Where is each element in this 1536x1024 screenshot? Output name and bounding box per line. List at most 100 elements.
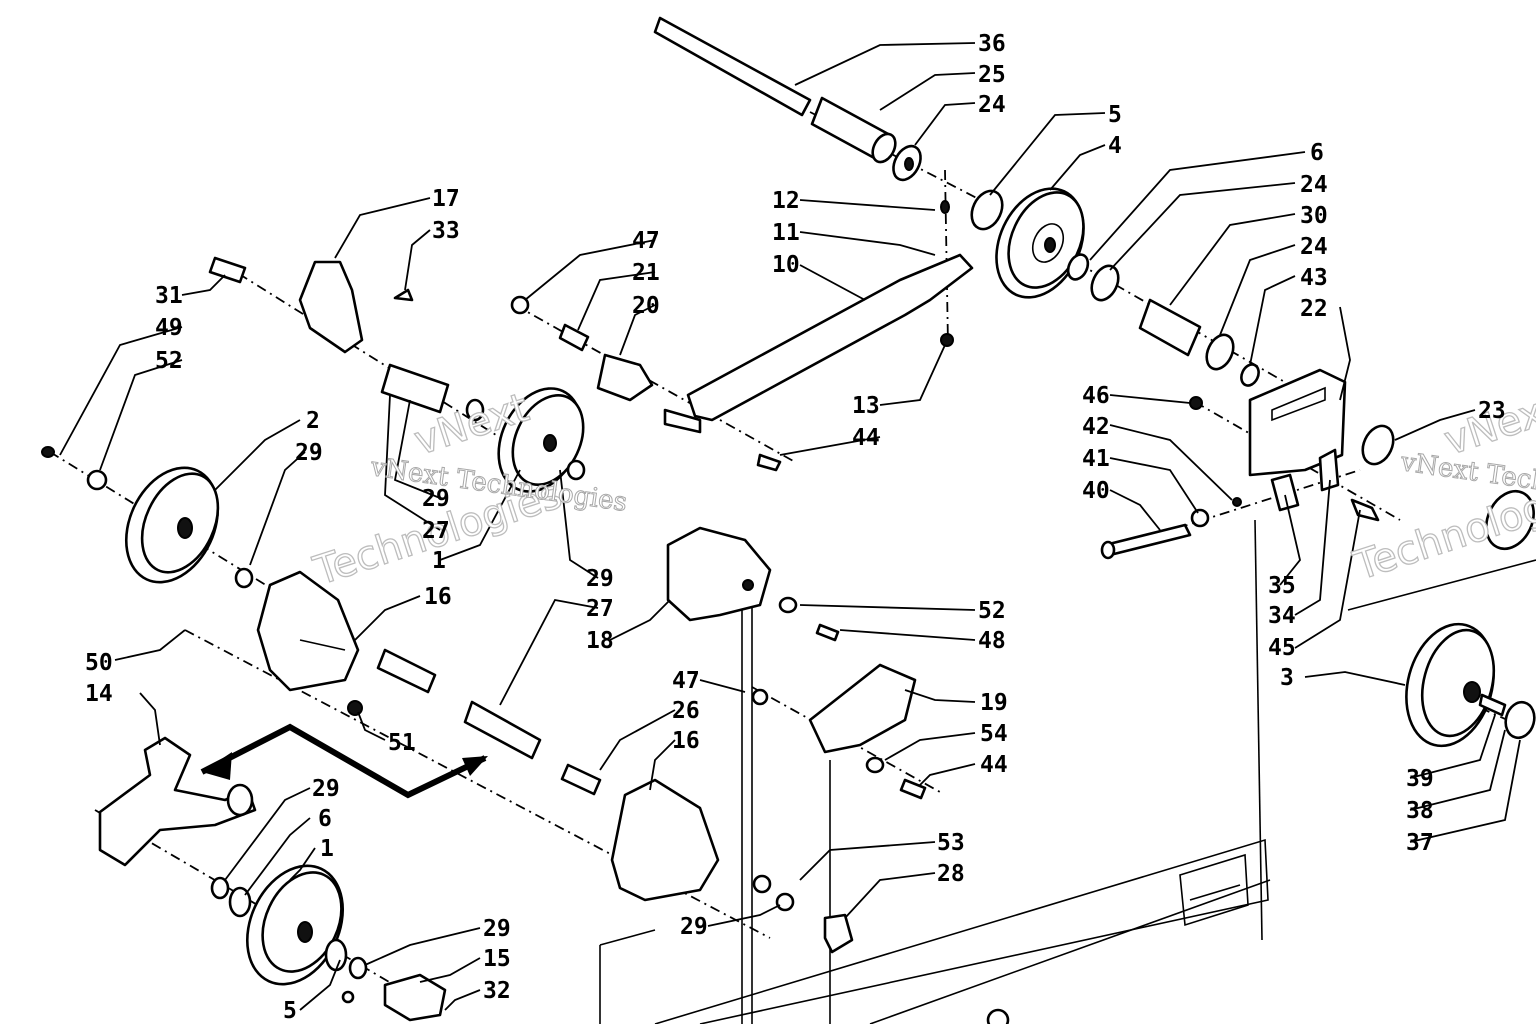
callout-24: 24	[1300, 234, 1328, 260]
callout-50: 50	[85, 650, 113, 676]
callout-42: 42	[1082, 414, 1110, 440]
callout-27: 27	[586, 596, 614, 622]
callout-40: 40	[1082, 478, 1110, 504]
callout-34: 34	[1268, 603, 1296, 629]
callout-36: 36	[978, 31, 1006, 57]
callout-49: 49	[155, 315, 183, 341]
callout-48: 48	[978, 628, 1006, 654]
callout-1: 1	[432, 548, 446, 574]
spacer-26	[560, 763, 602, 796]
wheel-2	[41, 446, 254, 589]
shaft-36	[653, 16, 812, 117]
spacer-27b	[376, 648, 437, 694]
callout-5: 5	[1108, 102, 1122, 128]
callout-5: 5	[283, 998, 297, 1024]
callout-15: 15	[483, 946, 511, 972]
callout-25: 25	[978, 62, 1006, 88]
callout-24: 24	[978, 92, 1006, 118]
bogie-arm-10	[663, 200, 974, 472]
frame-rail	[599, 519, 1536, 1024]
watermark: vNext Technologies vNext Technologies vN…	[307, 384, 1536, 595]
callout-26: 26	[672, 698, 700, 724]
callout-53: 53	[937, 830, 965, 856]
bushing-35	[1270, 473, 1300, 512]
callout-19: 19	[980, 690, 1008, 716]
bracket-19	[751, 663, 927, 800]
callout-29: 29	[483, 916, 511, 942]
callout-4: 4	[1108, 133, 1122, 159]
callout-3: 3	[1280, 665, 1294, 691]
upper-left-group	[208, 256, 586, 493]
callout-27: 27	[422, 518, 450, 544]
callout-13: 13	[852, 393, 880, 419]
bolt-44a	[756, 453, 782, 472]
callout-32: 32	[483, 978, 511, 1004]
callout-24: 24	[1300, 172, 1328, 198]
bolt-45	[1350, 498, 1380, 522]
washer-42	[1232, 497, 1242, 507]
callout-1: 1	[320, 836, 334, 862]
callout-38: 38	[1406, 798, 1434, 824]
callout-46: 46	[1082, 383, 1110, 409]
idler-wheel-4	[970, 187, 1260, 387]
callout-47: 47	[672, 668, 700, 694]
callout-47: 47	[632, 228, 660, 254]
bolt-44b	[899, 778, 927, 800]
callout-29: 29	[680, 914, 708, 940]
callout-37: 37	[1406, 830, 1434, 856]
callout-22: 22	[1300, 296, 1328, 322]
callout-10: 10	[772, 252, 800, 278]
callout-14: 14	[85, 681, 113, 707]
callout-16: 16	[672, 728, 700, 754]
callout-18: 18	[586, 628, 614, 654]
callout-29: 29	[312, 776, 340, 802]
callout-28: 28	[937, 861, 965, 887]
bracket-22	[1100, 368, 1535, 560]
lower-arm-14	[98, 736, 1010, 1024]
watermark-vnext-2: vNext	[1439, 385, 1536, 465]
callout-35: 35	[1268, 573, 1296, 599]
callout-labels: 36 25 24 5 4 12 11 10 6 24 30 24 43 22 1…	[85, 31, 1506, 1024]
callout-29: 29	[422, 486, 450, 512]
bolt-40	[1103, 523, 1192, 557]
callout-45: 45	[1268, 635, 1296, 661]
bracket-18	[666, 526, 840, 642]
callout-12: 12	[772, 188, 800, 214]
spacer-27c	[463, 700, 542, 760]
spacer-23	[1361, 424, 1395, 466]
callout-54: 54	[980, 721, 1008, 747]
bracket-16b	[610, 778, 854, 954]
spacer-27a	[380, 363, 450, 414]
callout-20: 20	[632, 293, 660, 319]
nut-13	[940, 333, 954, 347]
wheel-3	[1405, 622, 1536, 748]
callout-29: 29	[295, 440, 323, 466]
nut-51	[347, 700, 363, 716]
callout-41: 41	[1082, 446, 1110, 472]
callout-52: 52	[155, 348, 183, 374]
callout-21: 21	[632, 260, 660, 286]
callout-17: 17	[432, 186, 460, 212]
callout-11: 11	[772, 220, 800, 246]
callout-43: 43	[1300, 265, 1328, 291]
nut-46	[1189, 396, 1203, 410]
pin-31	[208, 256, 247, 284]
callout-44: 44	[852, 425, 880, 451]
callout-16: 16	[424, 584, 452, 610]
callout-31: 31	[155, 283, 183, 309]
upper-shaft-assembly	[653, 16, 922, 182]
bracket-32	[383, 973, 447, 1022]
callout-33: 33	[432, 218, 460, 244]
clip-33	[393, 288, 414, 302]
spacer-30	[1138, 298, 1202, 357]
callout-6: 6	[318, 806, 332, 832]
bracket-17	[298, 260, 364, 354]
callout-30: 30	[1300, 203, 1328, 229]
callout-2: 2	[306, 408, 320, 434]
leader-lines	[59, 42, 1521, 1011]
callout-39: 39	[1406, 766, 1434, 792]
callout-6: 6	[1310, 140, 1324, 166]
callout-44: 44	[980, 752, 1008, 778]
bolt-12	[940, 200, 950, 214]
